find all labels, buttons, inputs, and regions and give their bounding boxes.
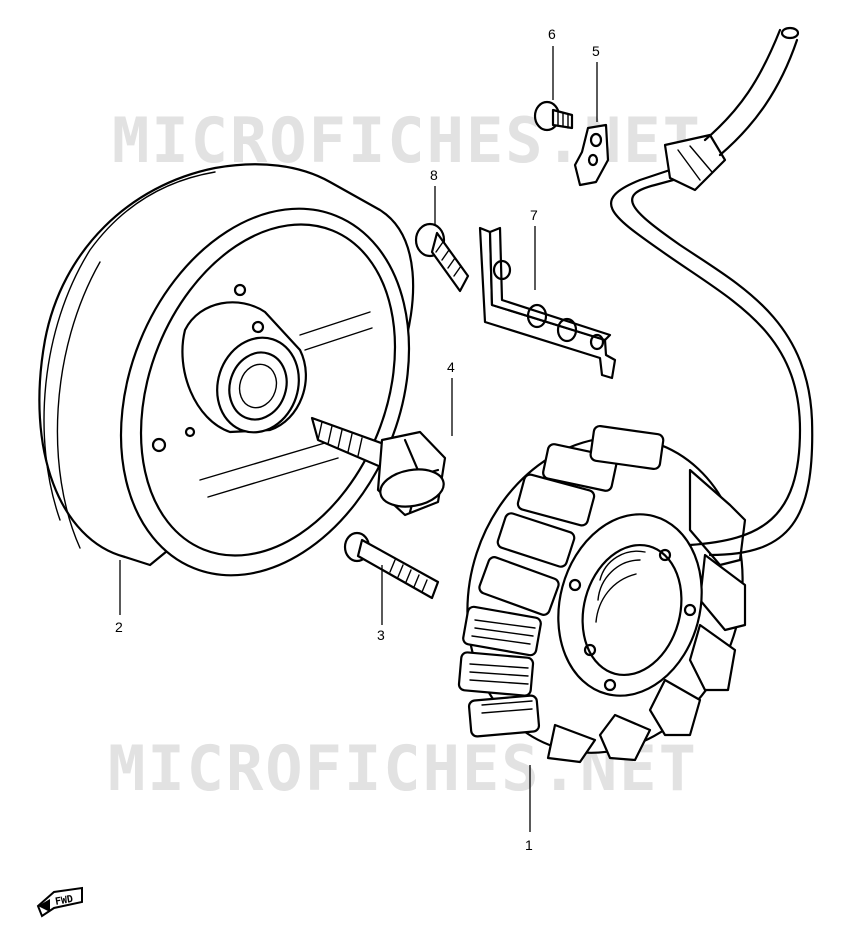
callout-4: 4 — [447, 359, 455, 375]
callout-3: 3 — [377, 627, 385, 643]
rotor-flywheel — [38, 163, 415, 577]
stator-coil — [457, 424, 747, 764]
screw-part-8 — [414, 222, 470, 293]
stator-bolt — [343, 531, 440, 600]
screw-part-6 — [533, 100, 574, 132]
callout-6: 6 — [548, 26, 556, 42]
callout-2: 2 — [115, 619, 123, 635]
rotor-bolt — [310, 416, 447, 517]
watermark-top: MICROFICHES.NET — [112, 104, 702, 177]
wire-clamp-plate — [478, 226, 617, 380]
arrow-left-icon — [38, 899, 50, 912]
wire-harness — [609, 26, 814, 557]
fwd-label: FWD — [54, 894, 74, 908]
callout-5: 5 — [592, 43, 600, 59]
cable-clip — [573, 123, 610, 187]
callout-8: 8 — [430, 167, 438, 183]
callout-7: 7 — [530, 207, 538, 223]
callout-1: 1 — [525, 837, 533, 853]
forward-direction-badge: FWD — [36, 886, 83, 918]
